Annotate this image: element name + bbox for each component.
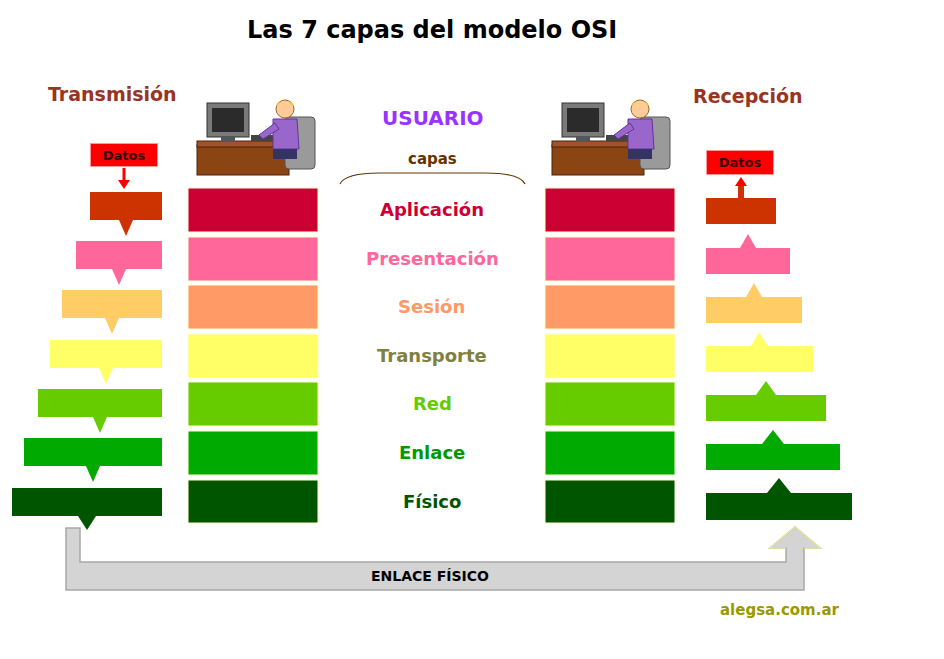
receive-arrow-shaft bbox=[738, 186, 744, 198]
user-head bbox=[631, 100, 649, 118]
diagram-title: Las 7 capas del modelo OSI bbox=[247, 17, 617, 45]
user-hair bbox=[631, 101, 649, 107]
layer-bar bbox=[545, 188, 675, 232]
layer-bar bbox=[188, 237, 318, 281]
side-heading: Transmisión bbox=[48, 84, 177, 106]
monitor-screen bbox=[567, 108, 599, 132]
side-heading: Recepción bbox=[693, 86, 803, 108]
transmit-arrow-head bbox=[112, 269, 126, 285]
transmit-arrow bbox=[38, 389, 162, 417]
layer-name: Transporte bbox=[377, 346, 487, 367]
receive-arrow-head bbox=[740, 234, 756, 248]
data-arrow-head bbox=[735, 177, 747, 186]
transmit-arrow bbox=[24, 438, 162, 466]
layer-name: Sesión bbox=[398, 297, 465, 318]
user-body bbox=[628, 119, 654, 149]
monitor bbox=[562, 103, 604, 137]
layer-name: Físico bbox=[403, 492, 461, 513]
box-text: Datos bbox=[719, 155, 761, 170]
data-arrow-shaft bbox=[123, 168, 126, 180]
transmission-arrows bbox=[12, 168, 162, 530]
layer-bar bbox=[545, 382, 675, 426]
layer-name: Presentación bbox=[366, 249, 499, 270]
layer-bar bbox=[188, 188, 318, 232]
user-arm bbox=[259, 123, 279, 139]
data-box: Datos bbox=[706, 150, 774, 175]
receive-arrow bbox=[706, 297, 802, 323]
transmit-arrow bbox=[62, 290, 162, 318]
monitor-stand bbox=[576, 137, 590, 142]
user-computer-icon bbox=[552, 100, 670, 175]
user-hair bbox=[276, 101, 294, 107]
layer-name: Aplicación bbox=[380, 200, 484, 221]
receive-arrow bbox=[706, 444, 840, 470]
user-body bbox=[273, 119, 299, 149]
layer-bar bbox=[545, 334, 675, 378]
user-legs bbox=[273, 149, 297, 159]
layer-name: Enlace bbox=[399, 443, 465, 464]
receive-arrow bbox=[706, 493, 852, 520]
receive-arrow-head bbox=[767, 478, 791, 493]
receive-arrow bbox=[706, 346, 813, 372]
transmit-arrow bbox=[90, 192, 162, 220]
layer-bar bbox=[188, 334, 318, 378]
transmit-arrow-head bbox=[105, 318, 119, 334]
user-heading: USUARIO bbox=[382, 107, 484, 130]
monitor-stand bbox=[221, 137, 235, 142]
layer-bars-left bbox=[188, 188, 318, 523]
transmit-arrow-head bbox=[78, 516, 96, 530]
user-computer-icon bbox=[197, 100, 315, 175]
layer-bar bbox=[188, 382, 318, 426]
layer-bar bbox=[188, 431, 318, 475]
layer-bar bbox=[545, 237, 675, 281]
receive-arrow-head bbox=[762, 430, 784, 444]
reception-arrows bbox=[706, 177, 852, 520]
receive-arrow-head bbox=[746, 283, 762, 297]
monitor-screen bbox=[212, 108, 244, 132]
data-box: Datos bbox=[90, 143, 158, 167]
physical-link-arrow bbox=[66, 527, 820, 590]
receive-arrow bbox=[706, 198, 776, 224]
physical-link-highlight bbox=[770, 527, 820, 548]
layer-bar bbox=[545, 431, 675, 475]
layer-bar bbox=[188, 480, 318, 523]
transmit-arrow-head bbox=[93, 417, 107, 433]
transmit-arrow-head bbox=[86, 466, 100, 482]
transmit-arrow bbox=[50, 340, 162, 368]
transmit-arrow bbox=[12, 488, 162, 516]
layers-bracket bbox=[340, 173, 525, 184]
receive-arrow-head bbox=[751, 332, 768, 346]
transmit-arrow-head bbox=[119, 220, 133, 236]
layer-bar bbox=[188, 285, 318, 329]
layer-name: Red bbox=[413, 394, 452, 415]
box-text: Datos bbox=[103, 148, 145, 163]
receive-arrow-head bbox=[756, 381, 776, 395]
receive-arrow bbox=[706, 248, 790, 274]
user-legs bbox=[628, 149, 652, 159]
link-label: ENLACE FÍSICO bbox=[371, 568, 489, 584]
data-arrow-head bbox=[118, 180, 130, 189]
watermark: alegsa.com.ar bbox=[720, 602, 839, 619]
transmit-arrow bbox=[76, 241, 162, 269]
layers-heading: capas bbox=[408, 151, 457, 168]
layer-bar bbox=[545, 285, 675, 329]
user-head bbox=[276, 100, 294, 118]
monitor bbox=[207, 103, 249, 137]
user-arm bbox=[614, 123, 634, 139]
receive-arrow bbox=[706, 395, 826, 421]
layer-bar bbox=[545, 480, 675, 523]
transmit-arrow-head bbox=[99, 368, 113, 384]
layer-bars-right bbox=[545, 188, 675, 523]
